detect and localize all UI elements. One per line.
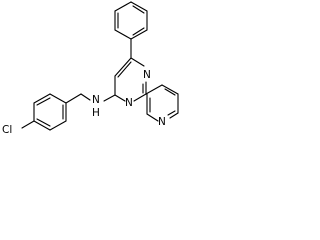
phenyl-ring	[114, 1, 148, 40]
nh-ch2-bond	[80, 93, 91, 101]
atom-label-cl: Cl	[2, 124, 12, 136]
atom-label-pyrimidine-n-upper: N	[143, 69, 151, 81]
c-cl-bond	[21, 120, 35, 129]
atom-label-pyridine-n: N	[158, 116, 166, 128]
atom-label-nh-h: H	[92, 107, 100, 119]
pyrimidine-ring	[114, 57, 147, 102]
atom-label-pyrimidine-n-lower: N	[125, 97, 133, 109]
molecule-structure: Cl N H N N N	[2, 1, 179, 136]
pyridine-ring	[146, 84, 179, 122]
ch2-benzene-bond	[65, 93, 82, 104]
pyrimidine-pyridine-bond	[145, 84, 163, 95]
atom-label-nh-n: N	[92, 94, 100, 106]
pyrimidine-nh-bond	[103, 94, 116, 102]
chlorophenyl-ring	[33, 93, 67, 131]
